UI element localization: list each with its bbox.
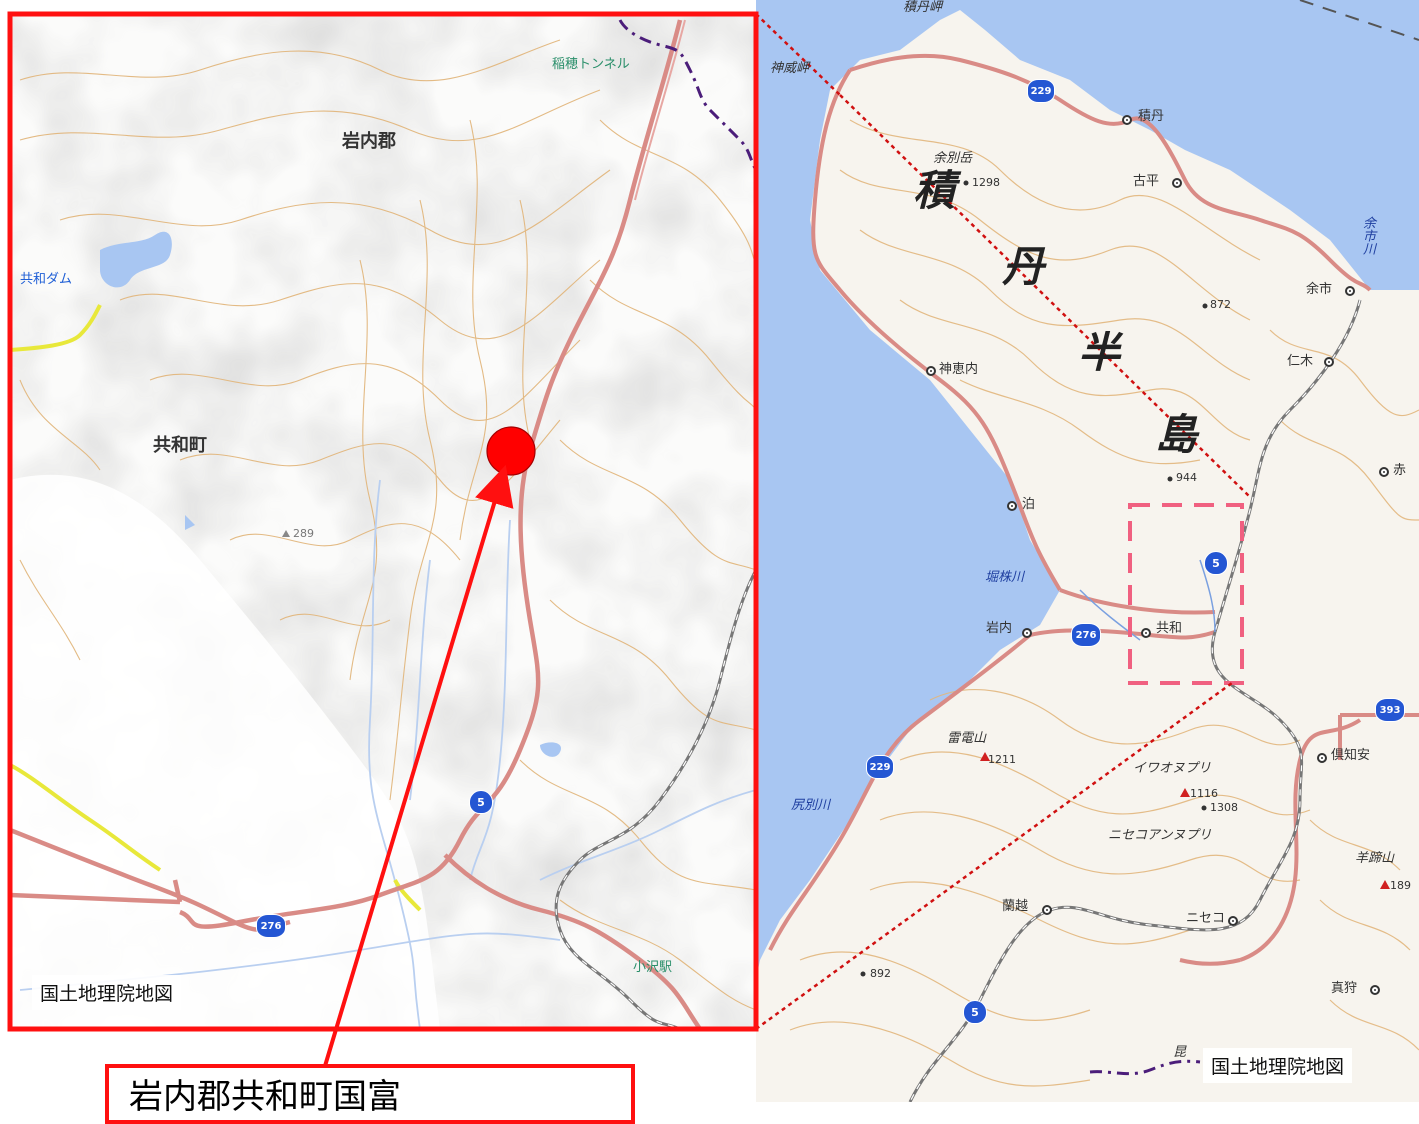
label-iwaonupuri: イワオヌプリ bbox=[1133, 761, 1212, 776]
pin-kamoenai bbox=[926, 366, 936, 376]
pin-kutchan bbox=[1317, 753, 1327, 763]
pin-iwanai bbox=[1022, 628, 1032, 638]
inset-frame bbox=[7, 11, 759, 1032]
label-rankoshi: 蘭越 bbox=[1002, 899, 1029, 914]
town-label: 共和町 bbox=[153, 435, 207, 456]
pin-akai bbox=[1379, 467, 1389, 477]
pin-kyowa bbox=[1141, 628, 1151, 638]
inset-area-box bbox=[1128, 503, 1244, 685]
peninsula-char-1: 積 bbox=[913, 166, 956, 215]
route-5-shield-a: 5 bbox=[1204, 551, 1228, 575]
callout-arrow bbox=[323, 464, 514, 1067]
yellow-road-bottom bbox=[10, 763, 162, 872]
callout-text: 岩内郡共和町国富 bbox=[129, 1077, 401, 1117]
route-393-shield: 393 bbox=[1375, 698, 1405, 722]
peninsula-char-3: 半 bbox=[1078, 328, 1121, 377]
height-872: 872 bbox=[1210, 298, 1231, 311]
yellow-road-top bbox=[10, 304, 102, 352]
route-276-road bbox=[1029, 628, 1216, 640]
tunnel-label: 稲穂トンネル bbox=[552, 57, 630, 72]
label-tomari: 泊 bbox=[1022, 497, 1036, 512]
route-5-shield: 5 bbox=[469, 790, 493, 814]
peninsula-char-2: 丹 bbox=[1002, 242, 1045, 291]
label-kutchan: 倶知安 bbox=[1331, 748, 1371, 763]
overview-credit: 国土地理院地図 bbox=[1203, 1048, 1353, 1083]
pin-rankoshi bbox=[1042, 905, 1052, 915]
label-yobetsudake: 余別岳 bbox=[933, 151, 973, 166]
label-kyowa: 共和 bbox=[1156, 621, 1183, 636]
pin-makkari bbox=[1370, 985, 1380, 995]
route-229-shield-a: 229 bbox=[1027, 79, 1055, 103]
height-iwao: 1116 bbox=[1190, 787, 1218, 800]
route-5-shield-b: 5 bbox=[963, 1000, 987, 1024]
label-makkari: 真狩 bbox=[1331, 981, 1358, 996]
height-yobetsu: 1298 bbox=[972, 176, 1000, 189]
label-yoteizan: 羊蹄山 bbox=[1355, 851, 1395, 866]
station-label: 小沢駅 bbox=[633, 960, 673, 975]
label-yoichi-river: 余市川 bbox=[1360, 216, 1375, 255]
target-location-marker[interactable] bbox=[486, 426, 536, 476]
height-niseko: 1308 bbox=[1210, 801, 1238, 814]
railway-inset bbox=[554, 569, 756, 1029]
label-shiribetsu-river: 尻別川 bbox=[791, 798, 831, 813]
admin-boundary-inset bbox=[618, 19, 756, 171]
label-raidenyama: 雷電山 bbox=[947, 731, 987, 746]
sea bbox=[756, 0, 1419, 980]
label-shakotan-misaki: 積丹岬 bbox=[903, 0, 943, 15]
height-raiden: 1211 bbox=[988, 753, 1016, 766]
connector-top bbox=[755, 13, 841, 96]
inset-map bbox=[10, 14, 756, 1029]
height-944: 944 bbox=[1176, 471, 1197, 484]
label-kamoenai: 神恵内 bbox=[939, 362, 979, 377]
height-892: 892 bbox=[870, 967, 891, 980]
location-callout: 岩内郡共和町国富 bbox=[105, 1064, 635, 1124]
admin-boundary bbox=[1089, 1059, 1201, 1076]
pin-furubira bbox=[1172, 178, 1182, 188]
label-niseko: ニセコ bbox=[1186, 911, 1226, 926]
spot-height-label: 289 bbox=[293, 527, 314, 540]
pin-niki bbox=[1324, 357, 1334, 367]
label-yoichi: 余市 bbox=[1306, 282, 1333, 297]
label-horikappu-river: 堀株川 bbox=[985, 570, 1025, 585]
dam-label: 共和ダム bbox=[20, 272, 73, 287]
label-iwanai: 岩内 bbox=[986, 621, 1013, 636]
kyowa-dam-lake bbox=[100, 231, 172, 288]
pin-niseko bbox=[1228, 916, 1238, 926]
label-shakotan: 積丹 bbox=[1138, 109, 1165, 124]
label-mountain-small: 昆 bbox=[1173, 1045, 1187, 1060]
pin-yoichi bbox=[1345, 286, 1355, 296]
route-276-shield-ov: 276 bbox=[1071, 623, 1101, 647]
route-5-road bbox=[179, 19, 683, 929]
label-niseko-annupuri: ニセコアンヌプリ bbox=[1108, 828, 1212, 843]
pin-shakotan bbox=[1122, 115, 1132, 125]
overview-map bbox=[756, 0, 1419, 1102]
peninsula-char-4: 島 bbox=[1155, 410, 1198, 459]
route-276-shield: 276 bbox=[256, 914, 286, 938]
label-kamui-misaki: 神威岬 bbox=[770, 61, 810, 76]
route-229-shield-b: 229 bbox=[866, 755, 894, 779]
inset-credit: 国土地理院地図 bbox=[32, 975, 182, 1010]
pin-tomari bbox=[1007, 501, 1017, 511]
coastal-road bbox=[849, 53, 1372, 292]
connector-bottom bbox=[755, 681, 1233, 1031]
label-niki: 仁木 bbox=[1287, 354, 1314, 369]
district-label: 岩内郡 bbox=[342, 131, 396, 152]
label-furubira: 古平 bbox=[1133, 174, 1160, 189]
label-akai: 赤 bbox=[1393, 463, 1407, 478]
height-yotei: 189 bbox=[1390, 879, 1411, 892]
